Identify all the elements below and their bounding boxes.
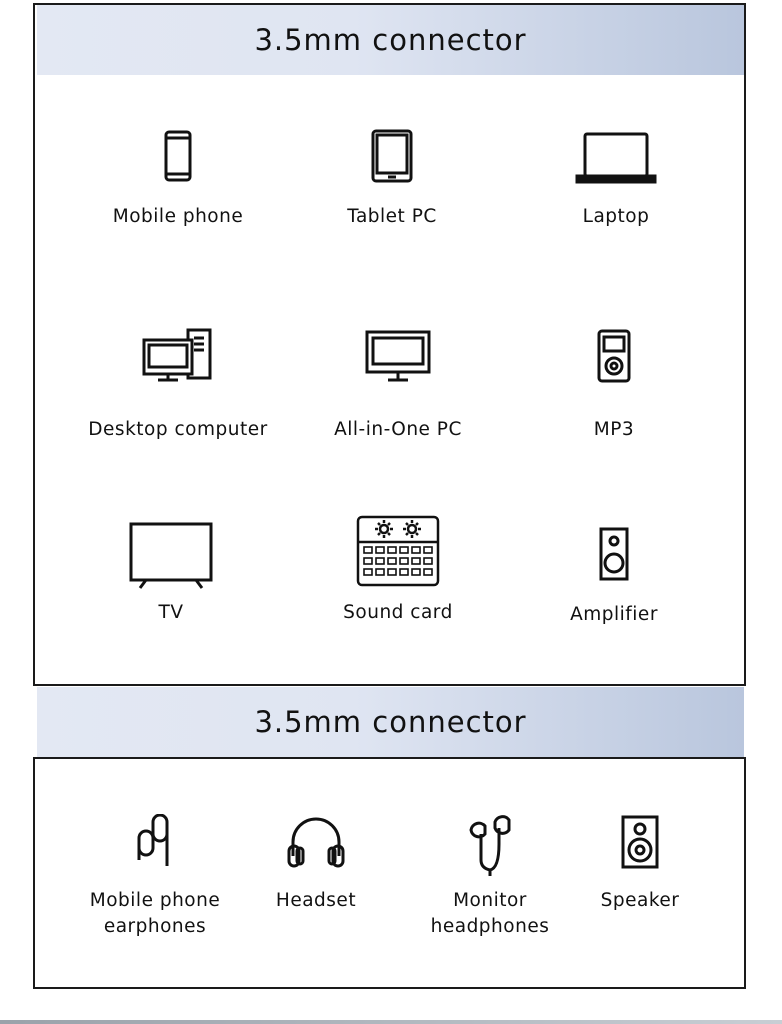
device-label-line2: headphones xyxy=(430,916,550,937)
section-title-top: 3.5mm connector xyxy=(37,5,744,75)
mobile-phone-icon xyxy=(164,130,192,182)
device-label: Mobile phone xyxy=(112,206,244,227)
device-mobile-phone-earphones: Mobile phone earphones xyxy=(75,814,235,940)
device-mobile-phone: Mobile phone xyxy=(98,128,258,230)
laptop-icon xyxy=(575,132,657,184)
device-label: Sound card xyxy=(343,602,453,623)
earbuds-icon xyxy=(469,815,511,876)
device-speaker: Speaker xyxy=(560,814,720,914)
device-sound-card: Sound card xyxy=(298,514,498,626)
device-label-line1: Monitor xyxy=(453,890,527,911)
tablet-icon xyxy=(371,129,413,183)
speaker-icon xyxy=(621,815,659,869)
device-all-in-one-pc: All-in-One PC xyxy=(298,326,498,443)
device-mp3: MP3 xyxy=(534,326,694,443)
device-label-line2: earphones xyxy=(103,916,207,937)
device-label: Amplifier xyxy=(570,604,658,625)
device-monitor-headphones: Monitor headphones xyxy=(410,814,570,940)
headset-icon xyxy=(287,817,345,868)
device-label-line1: Mobile phone xyxy=(89,890,221,911)
tv-icon xyxy=(129,522,213,589)
device-label: MP3 xyxy=(593,419,635,440)
device-label: Speaker xyxy=(600,890,680,911)
desktop-computer-icon xyxy=(142,328,212,382)
amplifier-icon xyxy=(599,527,629,581)
device-label: All-in-One PC xyxy=(334,419,462,440)
device-label: Tablet PC xyxy=(347,206,437,227)
device-label: TV xyxy=(158,602,184,623)
bottom-edge xyxy=(0,1020,782,1024)
mp3-player-icon xyxy=(597,329,631,383)
device-amplifier: Amplifier xyxy=(534,526,694,628)
device-label: Desktop computer xyxy=(88,419,268,440)
device-tablet-pc: Tablet PC xyxy=(312,128,472,230)
device-label: Headset xyxy=(275,890,357,911)
section-title-bottom: 3.5mm connector xyxy=(37,687,744,757)
device-label: Laptop xyxy=(582,206,650,227)
device-tv: TV xyxy=(91,518,251,626)
device-laptop: Laptop xyxy=(536,128,696,230)
sound-card-icon xyxy=(356,515,440,587)
device-desktop-computer: Desktop computer xyxy=(78,326,278,443)
earphones-icon xyxy=(137,814,169,866)
device-headset: Headset xyxy=(236,814,396,914)
device-panel-bottom xyxy=(33,757,746,989)
monitor-icon xyxy=(365,330,431,382)
